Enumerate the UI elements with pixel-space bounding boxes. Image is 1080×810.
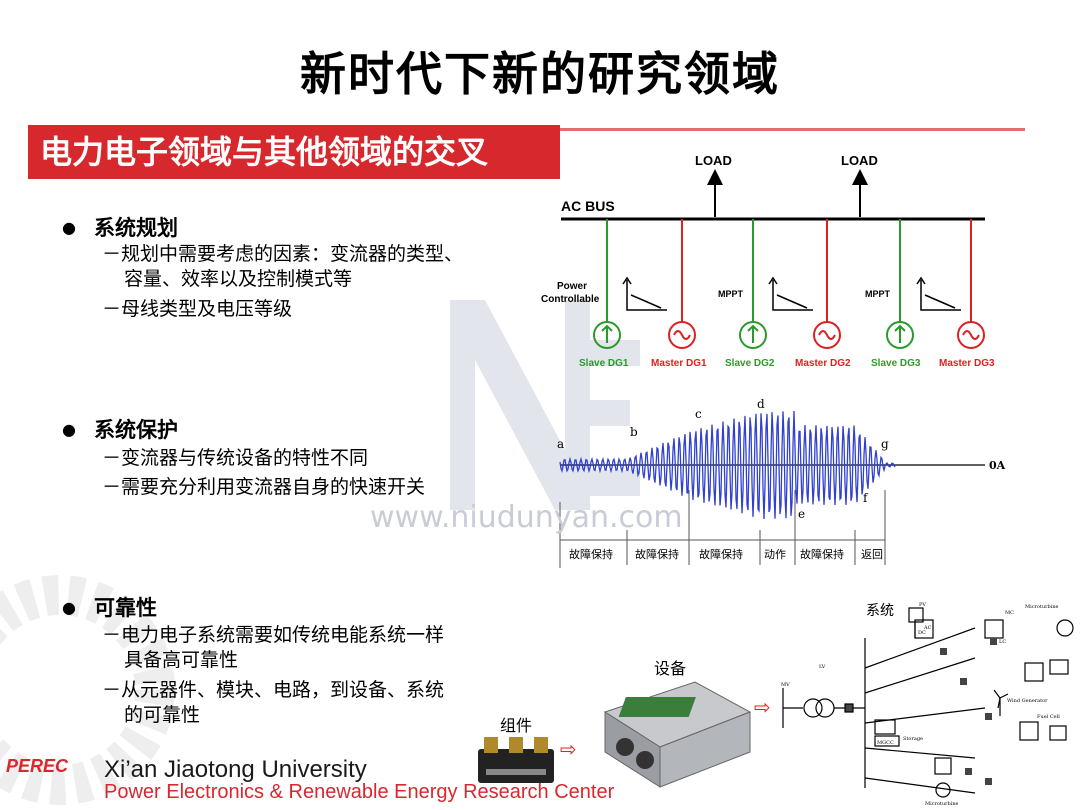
svg-text:动作: 动作 — [764, 548, 786, 561]
bullet-item: －变流器与传统设备的特性不同 — [102, 447, 369, 469]
feeder-master-2 — [813, 219, 841, 349]
mppt-label-1: MPPT — [718, 289, 744, 299]
svg-text:b: b — [630, 425, 638, 439]
system-label: 系统 — [866, 603, 894, 619]
dg-label: Master DG2 — [795, 358, 851, 369]
svg-text:PV: PV — [919, 602, 926, 608]
svg-text:返回: 返回 — [861, 548, 883, 561]
feeder-master-1 — [668, 219, 696, 349]
perec-logo: PEREC — [6, 756, 69, 776]
title-divider — [560, 128, 1025, 131]
svg-text:Storage: Storage — [903, 736, 923, 742]
svg-text:Power: Power — [557, 281, 587, 292]
feeder-slave-2 — [739, 219, 767, 349]
bullet-item: 的可靠性 — [124, 704, 201, 726]
svg-text:f: f — [863, 491, 869, 505]
arrow-icon: ⇨ — [754, 695, 771, 719]
dg-label: Slave DG3 — [871, 358, 921, 369]
bullet-heading-reliability: 可靠性 — [62, 592, 157, 622]
bullet-item: －从元器件、模块、电路，到设备、系统 — [102, 679, 445, 701]
arrow-icon: ⇨ — [560, 737, 577, 761]
svg-text:故障保持: 故障保持 — [800, 547, 844, 561]
bullet-item: －需要充分利用变流器自身的快速开关 — [102, 476, 426, 498]
bullet-item: 容量、效率以及控制模式等 — [124, 268, 353, 290]
svg-text:AC: AC — [923, 625, 932, 631]
footer-university: Xi’an Jiaotong University — [104, 756, 367, 783]
svg-text:故障保持: 故障保持 — [699, 547, 743, 561]
bullet-item: －电力电子系统需要如传统电能系统一样 — [102, 624, 445, 646]
background-gear-watermark — [0, 575, 175, 805]
website-watermark: www.niudunyan.com — [370, 500, 683, 535]
svg-text:e: e — [798, 507, 805, 521]
svg-text:Fuel Cell: Fuel Cell — [1037, 714, 1060, 720]
droop-curve-icon — [916, 276, 961, 311]
droop-curve-icon — [768, 276, 813, 311]
microgrid-diagram: PV Microturbine MC LC LV MV Wind Generat… — [781, 602, 1074, 807]
svg-text:LV: LV — [819, 664, 826, 670]
fault-waveform-diagram: 0A a b c d e f g 故障保持 故障保持 故障保持 动作 故障保持 … — [557, 397, 1006, 568]
feeder-master-3 — [957, 219, 985, 349]
svg-text:Controllable: Controllable — [541, 294, 600, 305]
igbt-module-image — [478, 737, 554, 783]
mppt-label-2: MPPT — [865, 289, 891, 299]
bullet-heading-planning: 系统规划 — [62, 212, 178, 242]
svg-text:MC: MC — [1005, 610, 1014, 616]
component-label: 组件 — [500, 716, 533, 735]
svg-text:故障保持: 故障保持 — [635, 547, 679, 561]
feeder-slave-1 — [593, 219, 621, 349]
load-label-1: LOAD — [695, 153, 732, 168]
current-waveform — [559, 410, 896, 520]
stage-timeline — [559, 490, 886, 568]
svg-text:d: d — [757, 397, 765, 411]
svg-text:LC: LC — [999, 639, 1006, 645]
dg-label: Master DG1 — [651, 358, 707, 369]
svg-text:故障保持: 故障保持 — [569, 547, 613, 561]
bullet-item: 具备高可靠性 — [124, 649, 239, 671]
dg-label: Master DG3 — [939, 358, 995, 369]
svg-text:MV: MV — [781, 682, 790, 688]
svg-text:a: a — [557, 437, 564, 451]
feeder-slave-3 — [886, 219, 914, 349]
svg-text:Microturbine: Microturbine — [925, 801, 959, 807]
dg-label: Slave DG1 — [579, 358, 629, 369]
svg-text:Microturbine: Microturbine — [1025, 604, 1059, 610]
footer-research-center: Power Electronics & Renewable Energy Res… — [104, 781, 615, 803]
device-label: 设备 — [654, 659, 687, 678]
ac-bus-label: AC BUS — [561, 198, 615, 214]
svg-text:MGCC: MGCC — [877, 740, 894, 746]
background-logo-watermark — [450, 300, 640, 510]
ac-bus-diagram: LOAD LOAD AC BUS Power Controllable MPPT… — [541, 153, 995, 369]
droop-curve-icon — [622, 276, 667, 311]
zero-label: 0A — [989, 459, 1006, 472]
svg-text:DC: DC — [918, 630, 926, 636]
bullet-item: －母线类型及电压等级 — [102, 298, 293, 320]
bullet-heading-protection: 系统保护 — [62, 414, 178, 444]
dg-label: Slave DG2 — [725, 358, 775, 369]
section-banner: 电力电子领域与其他领域的交叉 — [28, 125, 560, 179]
load-label-2: LOAD — [841, 153, 878, 168]
svg-text:c: c — [695, 407, 702, 421]
svg-text:Wind Generator: Wind Generator — [1007, 698, 1048, 704]
bullet-item: －规划中需要考虑的因素：变流器的类型、 — [102, 243, 464, 265]
page-title: 新时代下新的研究领域 — [300, 47, 780, 101]
svg-text:g: g — [881, 437, 889, 451]
converter-device-image — [603, 681, 752, 788]
